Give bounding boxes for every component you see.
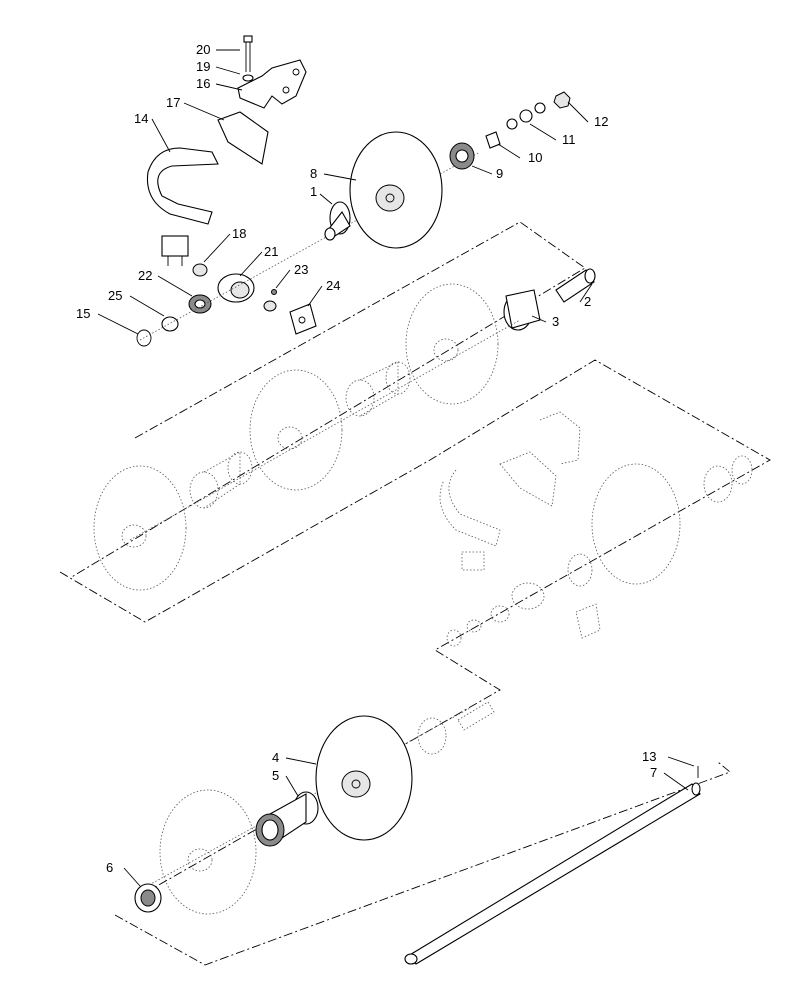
mounting-bracket [237,59,307,109]
bearing-block [289,303,317,335]
grease-fitting [271,289,277,295]
square-washer [485,131,501,149]
callout-21: 21 [264,244,278,259]
washer [534,102,546,114]
callout-14: 14 [134,111,148,126]
callout-11: 11 [562,132,576,147]
callout-22: 22 [138,268,152,283]
callout-20: 20 [196,42,210,57]
callout-18: 18 [232,226,246,241]
callout-9: 9 [496,166,503,181]
leader-lines [97,49,695,887]
callout-3: 3 [552,314,559,329]
spool-dotted [417,717,447,755]
clamp-block [161,235,189,266]
lock-washer [519,109,533,123]
c-spring-tine [146,147,219,225]
callout-7: 7 [650,765,657,780]
callout-15: 24 [326,278,340,293]
spool [503,289,541,331]
spool-dotted [345,361,411,417]
spacer-tube [555,268,596,303]
disc-blade-dotted [93,465,187,591]
group-outline-upper [69,221,586,579]
callout-24: 15 [76,306,90,321]
callout-19: 19 [196,59,210,74]
bushing-small [263,300,277,312]
callout-10: 10 [528,150,542,165]
callout-2: 2 [584,294,591,309]
callout-5: 5 [272,768,279,783]
group-outline-middle [59,359,771,891]
bolt [243,35,253,72]
callout-13: 13 [642,749,656,764]
disc-blade [315,715,413,841]
disc-blade-dotted [405,283,499,405]
snap-ring [136,329,152,347]
seal-ring [161,316,179,332]
bushing [192,263,208,277]
callout-4: 4 [272,750,279,765]
callout-23: 25 [108,288,122,303]
disc-blade [349,131,443,249]
washer [242,74,254,82]
axis-line-middle [129,319,521,541]
spool-dotted [189,451,253,509]
callout-8: 8 [310,166,317,181]
callout-25: 23 [294,262,308,277]
spring-plate [217,111,269,165]
callout-16: 16 [196,76,210,91]
callout-labels: 20 19 16 17 14 8 1 9 10 11 12 18 21 22 2… [76,42,657,875]
hex-nut [553,91,571,109]
spool [324,201,351,241]
end-cap [134,883,162,913]
callout-6: 6 [106,860,113,875]
disc-blade-dotted [159,789,257,915]
group-outline-lower [114,761,731,966]
spool [255,791,319,847]
washer [506,118,518,130]
callout-1: 1 [310,184,317,199]
spacer-tube-dotted [457,701,495,731]
callout-12: 12 [594,114,608,129]
square-axle [404,782,701,965]
callout-17: 17 [166,95,180,110]
disc-blade-dotted [249,369,343,491]
repeated-assembly-dotted [439,411,753,647]
